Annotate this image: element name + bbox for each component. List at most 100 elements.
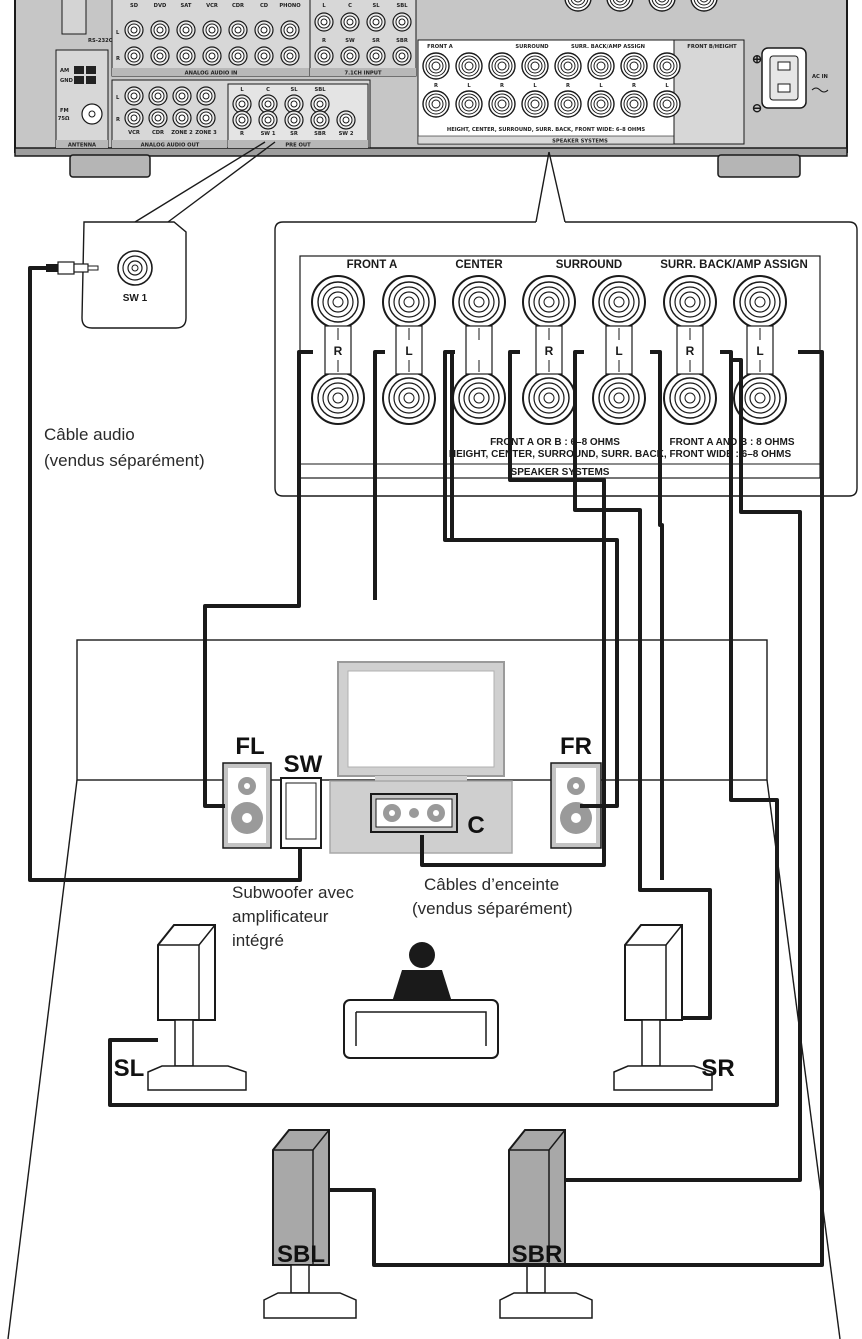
rca-jack (202, 46, 222, 66)
binding-post (653, 90, 681, 118)
rca-jack (340, 46, 360, 66)
binding-post (422, 52, 450, 80)
input71-label: SR (372, 38, 380, 44)
sofa-listener (343, 942, 499, 1059)
rca-jack (280, 20, 300, 40)
rca-jack (310, 94, 330, 114)
rca-jack (172, 108, 192, 128)
small-speaker-note: HEIGHT, CENTER, SURROUND, SURR. BACK, FR… (447, 127, 646, 133)
big-binding-post (592, 275, 646, 329)
rca-jack (172, 86, 192, 106)
binding-post (455, 52, 483, 80)
label-sw: SW (284, 751, 323, 778)
source-label: CDR (232, 3, 244, 9)
am-label: AM (60, 68, 69, 74)
audio-out-label: VCR (128, 130, 140, 136)
rca-jack (284, 94, 304, 114)
channel-label: R (334, 344, 343, 358)
small-rl-label: R (434, 83, 438, 89)
group-center: CENTER (455, 259, 503, 271)
pre-out-label: SR (290, 131, 298, 137)
big-binding-post (663, 275, 717, 329)
small-rl-label: R (632, 83, 636, 89)
speaker-terminal-callout: SPEAKER SYSTEMS FRONT A CENTER SURROUND … (274, 221, 858, 497)
sr-cable (573, 350, 712, 1020)
caption-subwoofer-2: amplificateur (232, 907, 329, 926)
rca-jack (176, 46, 196, 66)
source-label: SD (130, 3, 139, 9)
small-rl-label: L (665, 83, 669, 89)
label-sl: SL (114, 1055, 145, 1082)
captions: Câble audio (vendus séparément) Subwoofe… (44, 425, 573, 950)
rca-jack (232, 110, 252, 130)
input71-label: C (348, 3, 352, 9)
channel-label: L (615, 344, 622, 358)
rca-jack (124, 20, 144, 40)
binding-post (653, 52, 681, 80)
rca-jack (258, 110, 278, 130)
label-c: C (467, 812, 484, 839)
sl-cable (108, 350, 779, 1107)
tv-and-stand: C (329, 661, 513, 854)
caption-subwoofer-3: intégré (232, 931, 284, 950)
rca-jack (392, 12, 412, 32)
rca-jack (258, 94, 278, 114)
label-sr: SR (701, 1055, 734, 1082)
caption-subwoofer-1: Subwoofer avec (232, 883, 354, 902)
subwoofer: SW (280, 751, 323, 849)
audio-out-label: CDR (152, 130, 164, 136)
rs232c-label: RS-232C (88, 38, 113, 44)
fm-label: FM (60, 108, 69, 114)
surround-back-left-speaker: SBL (263, 1129, 357, 1319)
center-cable (420, 350, 606, 867)
input71-label: SBL (397, 3, 409, 9)
binding-post (455, 90, 483, 118)
rca-jack (124, 108, 144, 128)
label-fr: FR (560, 733, 592, 760)
audio-out-label: ZONE 2 (171, 130, 193, 136)
input71-label: SBR (396, 38, 408, 44)
rca-jack (124, 46, 144, 66)
group-surr-back: SURR. BACK/AMP ASSIGN (660, 259, 808, 271)
caption-speaker-cables-1: Câbles d’enceinte (424, 875, 559, 894)
pre-out-label: SW 2 (339, 131, 354, 137)
source-label: CD (260, 3, 269, 9)
note-line2: HEIGHT, CENTER, SURROUND, SURR. BACK, FR… (449, 449, 792, 460)
binding-post (587, 90, 615, 118)
rs232c-port (61, 0, 87, 35)
rca-jack (228, 20, 248, 40)
fm-ohm-label: 75Ω (56, 116, 70, 122)
input71-label: L (322, 3, 326, 9)
small-speaker-systems-label: SPEAKER SYSTEMS (552, 139, 608, 145)
rca-jack (314, 12, 334, 32)
right-foot (717, 154, 801, 178)
big-binding-post (311, 371, 365, 425)
source-label: DVD (154, 3, 167, 9)
input71-label: SW (345, 38, 355, 44)
rca-jack (336, 110, 356, 130)
surround-back-right-speaker: SBR (499, 1129, 593, 1319)
source-label: VCR (206, 3, 218, 9)
antenna-block: ANTENNA AM GND FM 75Ω (55, 49, 109, 149)
minus-sign: ⊖ (752, 101, 762, 115)
small-rl-label: L (533, 83, 537, 89)
pre-out-label: SBR (314, 131, 326, 137)
sofa (343, 999, 499, 1059)
binding-post (554, 90, 582, 118)
rca-jack (284, 110, 304, 130)
gnd-label: GND (60, 78, 74, 84)
big-binding-post (382, 275, 436, 329)
binding-post (587, 52, 615, 80)
rca-jack (228, 46, 248, 66)
channel-label: L (405, 344, 412, 358)
source-label: SAT (181, 3, 192, 9)
left-foot (69, 154, 151, 178)
binding-post (521, 52, 549, 80)
rca-jack (366, 46, 386, 66)
small-group-label: SURROUND (515, 44, 549, 50)
ac-inlet: AC IN (761, 47, 829, 109)
channel-label: R (545, 344, 554, 358)
